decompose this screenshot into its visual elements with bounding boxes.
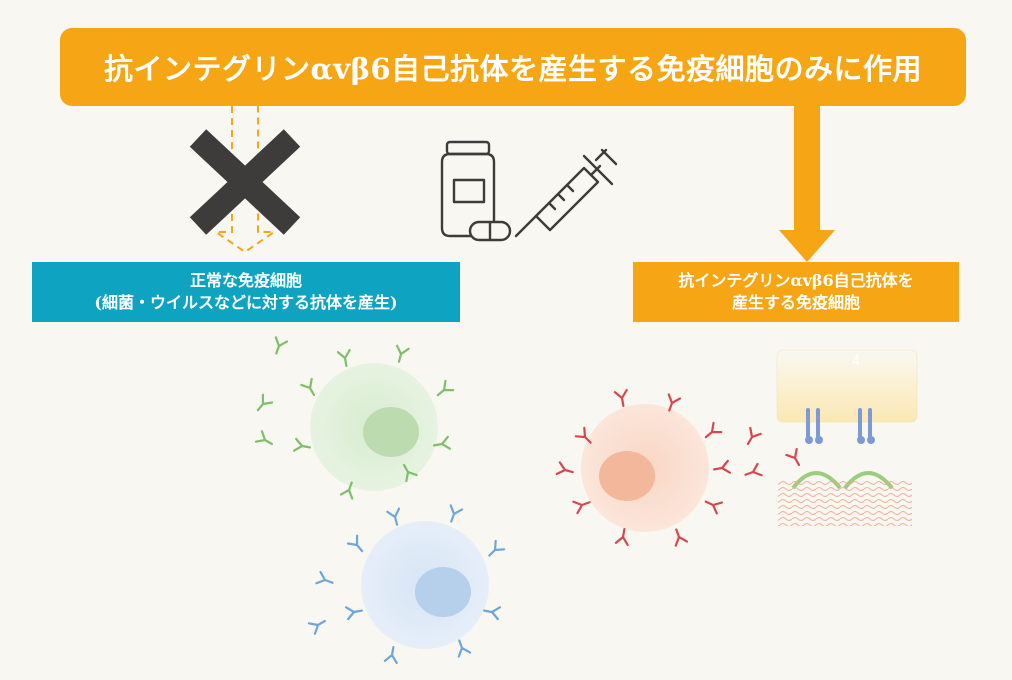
target-arrow [779, 104, 835, 262]
orange-target-cell [581, 404, 709, 532]
extracellular-matrix [778, 480, 912, 526]
target-label-line1: 抗インテグリンαvβ6自己抗体を [678, 271, 914, 290]
red-autoantibodies [555, 388, 801, 547]
target-label-line2: 産生する免疫細胞 [731, 293, 860, 312]
normal-label-line1: 正常な免疫細胞 [189, 271, 302, 290]
syringe-icon [514, 148, 618, 238]
normal-label-line2: (細菌・ウイルスなどに対する抗体を産生) [94, 293, 398, 312]
tissue-number-label: 4 [851, 354, 861, 369]
banner-title: 抗インテグリンαvβ6自己抗体を産生する免疫細胞のみに作用 [103, 52, 923, 86]
pill-bottle-icon [440, 140, 512, 242]
tissue-inset [776, 349, 918, 423]
integrin-receptors [805, 408, 875, 444]
normal-immune-cell-label: 正常な免疫細胞 (細菌・ウイルスなどに対する抗体を産生) [32, 262, 460, 322]
green-antibodies [254, 336, 455, 500]
cross-mark-icon [189, 129, 301, 235]
blocked-arrow [212, 106, 278, 254]
green-immune-cell [310, 363, 438, 491]
target-immune-cell-label: 抗インテグリンαvβ6自己抗体を 産生する免疫細胞 [633, 262, 959, 322]
header-banner: 抗インテグリンαvβ6自己抗体を産生する免疫細胞のみに作用 [60, 28, 966, 106]
blue-antibodies [307, 504, 506, 665]
blue-immune-cell [361, 521, 489, 649]
